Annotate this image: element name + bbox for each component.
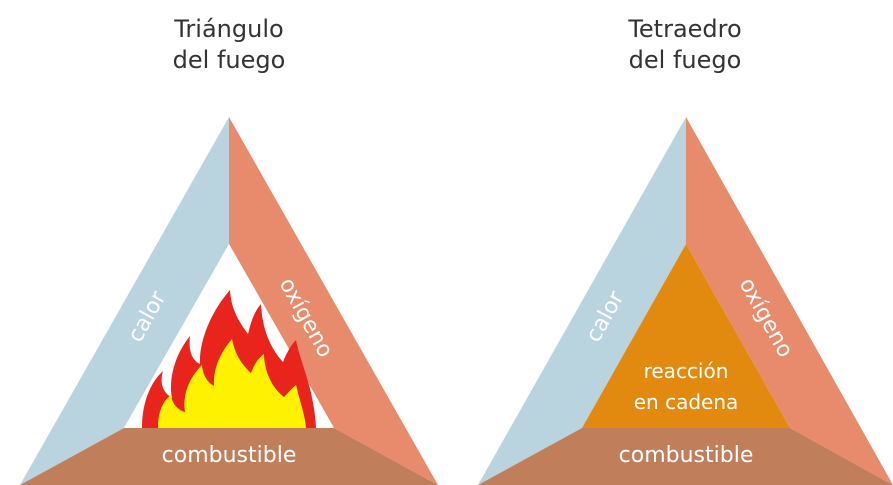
fuel-face bbox=[478, 428, 893, 485]
flame-icon bbox=[142, 290, 316, 428]
triangle-title-line1: Triángulo bbox=[174, 15, 284, 43]
heat-side bbox=[20, 117, 229, 485]
oxygen-side bbox=[229, 117, 438, 485]
chain-reaction-face bbox=[582, 244, 790, 428]
fuel-base bbox=[20, 428, 438, 485]
oxygen-face bbox=[686, 117, 893, 485]
triangle-title-line2: del fuego bbox=[172, 46, 286, 74]
heat-face bbox=[478, 117, 686, 485]
fuel-label: combustible bbox=[162, 443, 297, 468]
tetrahedron-title-line2: del fuego bbox=[628, 46, 742, 74]
fire-triangle: calor oxígeno combustible bbox=[20, 117, 438, 485]
fuel-label: combustible bbox=[619, 443, 754, 468]
triangle-title: Triángulo del fuego bbox=[129, 14, 329, 76]
fire-tetrahedron: calor oxígeno reacción en cadena combust… bbox=[478, 117, 893, 485]
tetrahedron-title: Tetraedro del fuego bbox=[585, 14, 785, 76]
tetrahedron-title-line1: Tetraedro bbox=[628, 15, 742, 43]
chain-reaction-label-line2: en cadena bbox=[634, 390, 739, 414]
chain-reaction-label-line1: reacción bbox=[644, 359, 729, 383]
